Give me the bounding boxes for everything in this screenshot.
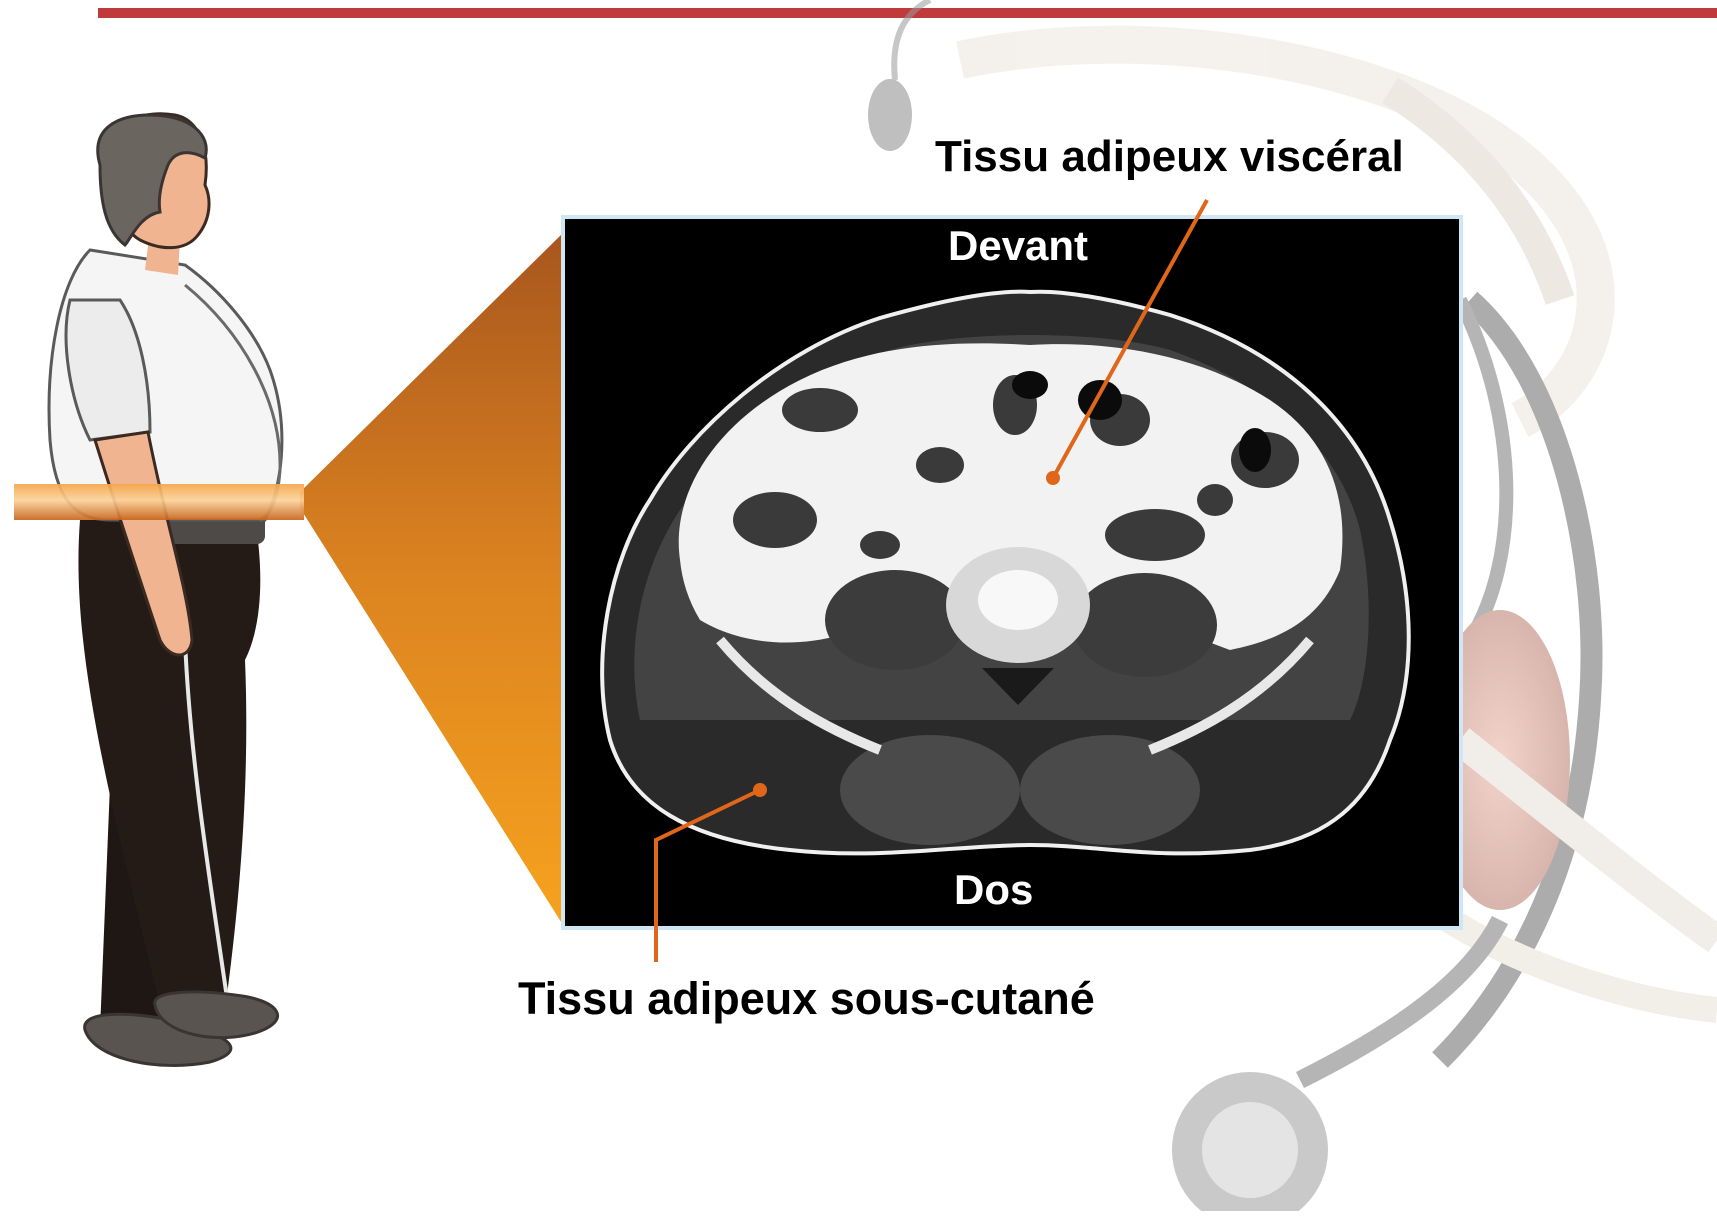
label-front: Devant <box>948 222 1088 270</box>
waist-band <box>14 484 304 520</box>
man-figure-icon <box>49 114 282 1066</box>
label-back: Dos <box>954 866 1033 914</box>
projection-cone <box>300 233 563 925</box>
label-subcutaneous-fat: Tissu adipeux sous-cutané <box>518 973 1095 1025</box>
label-visceral-fat: Tissu adipeux viscéral <box>935 132 1404 182</box>
